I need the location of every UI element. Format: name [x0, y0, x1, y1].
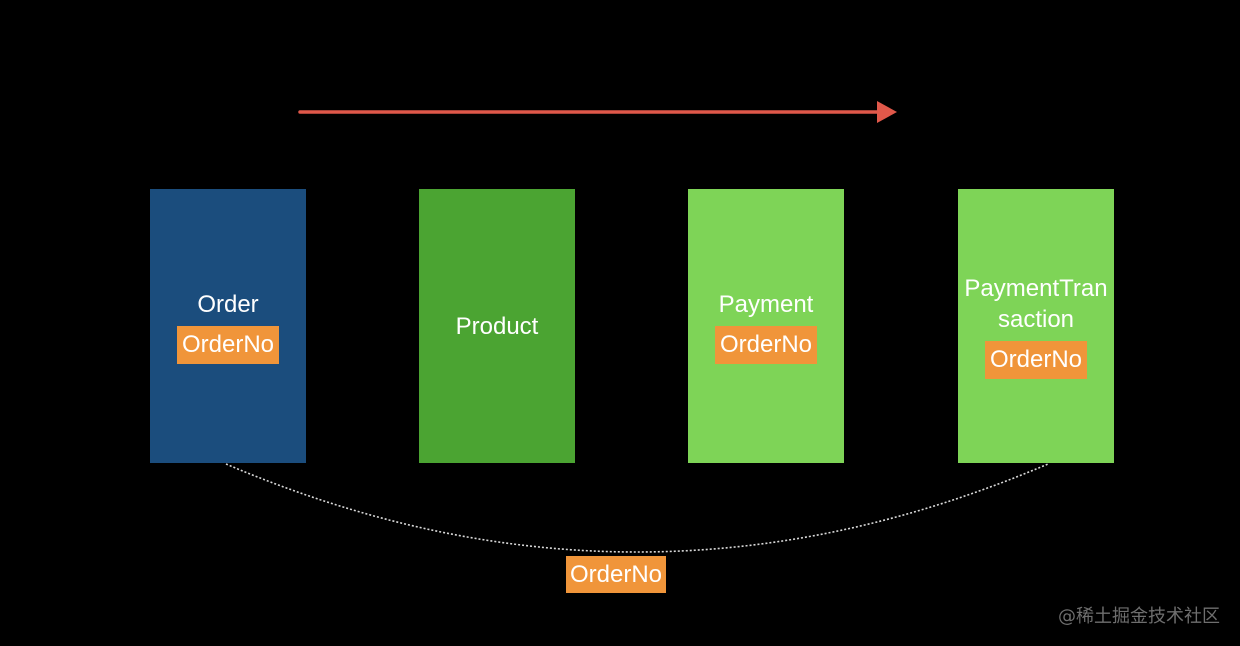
entity-name-payment-transaction: PaymentTransaction: [964, 275, 1108, 333]
key-tag-payment-transaction: OrderNo: [984, 341, 1088, 379]
watermark: @稀土掘金技术社区: [1058, 606, 1220, 627]
entity-name-order: Order: [197, 290, 259, 318]
entity-box-product: Product: [419, 189, 575, 463]
entity-box-payment: Payment OrderNo: [688, 189, 844, 463]
entity-box-payment-transaction: PaymentTransaction OrderNo: [958, 189, 1114, 463]
key-tag-payment: OrderNo: [714, 325, 818, 364]
key-tag-order: OrderNo: [176, 325, 280, 364]
entity-name-product: Product: [455, 312, 539, 340]
flow-arrow-head: [877, 101, 897, 123]
entity-name-payment: Payment: [718, 290, 814, 318]
connector-curve: [225, 463, 1049, 553]
connector-label: OrderNo: [566, 556, 667, 593]
entity-box-order: Order OrderNo: [150, 189, 306, 463]
